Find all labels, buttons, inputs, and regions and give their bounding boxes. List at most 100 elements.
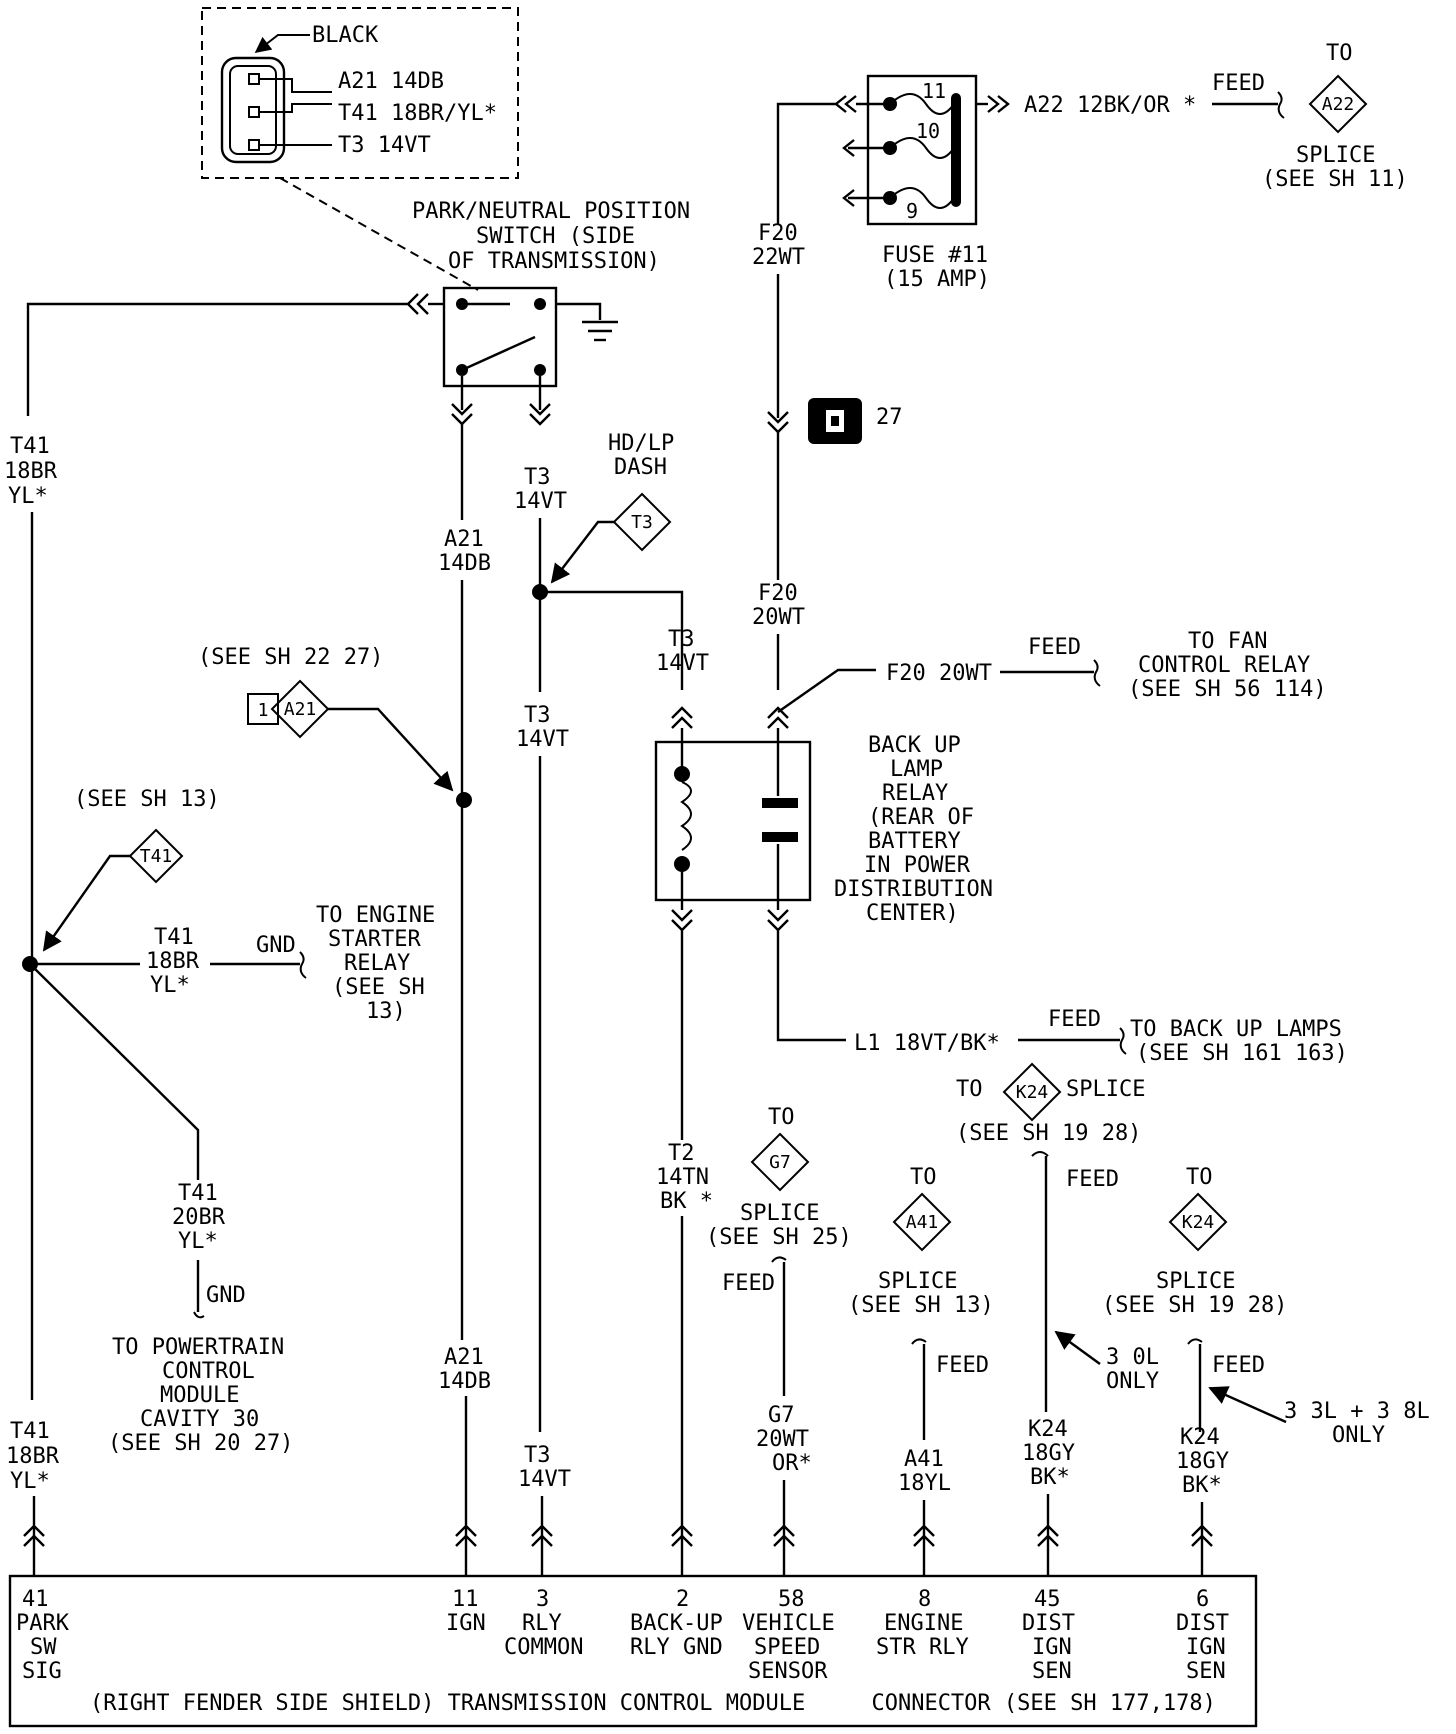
relay-label: LAMP	[890, 757, 943, 782]
engine-note: 3 0L	[1106, 1345, 1159, 1370]
pin-number: 11	[452, 1587, 479, 1612]
t3-label: T3	[668, 627, 695, 652]
connector-pin	[248, 73, 260, 85]
t41-see-label: (SEE SH 13)	[74, 787, 220, 812]
fan-label: TO FAN	[1188, 629, 1267, 654]
splice-diamond-k24	[1168, 1192, 1228, 1252]
engine-note: 3 3L + 3 8L	[1284, 1399, 1430, 1424]
hdlp-label: DASH	[614, 455, 667, 480]
pin-number: 6	[1196, 1587, 1209, 1612]
connector-chevron	[773, 1524, 795, 1547]
svg-text:A41: A41	[906, 1212, 939, 1233]
feed-label: FEED	[1066, 1167, 1119, 1192]
connector-chevron	[1037, 1524, 1059, 1547]
relay-label: (REAR OF	[868, 805, 974, 830]
connector-chevron	[671, 706, 693, 729]
pcm-label: (SEE SH 20 27)	[108, 1431, 293, 1456]
connector-27-icon	[808, 398, 862, 444]
f20-label: 20WT	[752, 605, 805, 630]
connector-chevron	[767, 706, 789, 729]
connector-chevron	[671, 909, 693, 932]
t41-label: T41	[10, 1419, 50, 1444]
ground-symbol	[582, 320, 618, 342]
connector-color-label: BLACK	[312, 23, 379, 48]
pin-label: SEN	[1186, 1659, 1226, 1684]
fuse-label: (15 AMP)	[884, 267, 990, 292]
pin-label: T3 14VT	[338, 133, 431, 158]
f20-label: F20	[758, 221, 798, 246]
pin-label: VEHICLE	[742, 1611, 835, 1636]
splice-diamond-t41: T41	[128, 828, 184, 884]
splice-dot	[456, 792, 472, 808]
detail-dashed-box	[201, 7, 519, 179]
a21-label: 14DB	[438, 551, 491, 576]
svg-text:G7: G7	[769, 1152, 791, 1173]
connector-27-label: 27	[876, 405, 903, 430]
a41-label: 18YL	[898, 1471, 951, 1496]
pin-label: SW	[30, 1635, 57, 1660]
starter-label: RELAY	[344, 951, 410, 976]
pcm-label: TO POWERTRAIN	[112, 1335, 284, 1360]
pin-label: STR RLY	[876, 1635, 969, 1660]
splice-label: SPLICE	[1296, 143, 1375, 168]
splice-diamond-a41	[892, 1192, 952, 1252]
svg-text:A21: A21	[284, 699, 317, 720]
relay-label: RELAY	[882, 781, 948, 806]
pcm-label: MODULE	[160, 1383, 239, 1408]
t41-main-wire: T41 18BR YL* T41 18BR YL*	[4, 434, 60, 1576]
relay-label: BATTERY	[868, 829, 961, 854]
pin-label: T41 18BR/YL*	[338, 101, 497, 126]
feed-label: FEED	[1028, 635, 1081, 660]
relay-label: CENTER)	[866, 901, 959, 926]
backup-label: TO BACK UP LAMPS	[1130, 1017, 1342, 1042]
t2-label: 14TN	[656, 1165, 709, 1190]
splice-label: SPLICE	[1156, 1269, 1235, 1294]
t41-branch-label: T41	[178, 1181, 218, 1206]
pin-label: DIST	[1176, 1611, 1229, 1636]
t3-label: 14VT	[516, 727, 569, 752]
splice-label: SPLICE	[878, 1269, 957, 1294]
t2-label: BK *	[660, 1189, 713, 1214]
t2-label: T2	[668, 1141, 695, 1166]
feed-label: FEED	[1048, 1007, 1101, 1032]
pin-number: 45	[1034, 1587, 1061, 1612]
connector-pin	[248, 106, 260, 118]
switch-title: PARK/NEUTRAL POSITION	[412, 199, 690, 224]
connector-chevron	[913, 1524, 935, 1547]
to-label: TO	[768, 1105, 795, 1130]
t3-label: T3	[524, 1443, 551, 1468]
t3-label: 14VT	[514, 489, 567, 514]
relay-contact	[762, 798, 798, 808]
a41-label: A41	[904, 1447, 944, 1472]
k24-label: BK*	[1182, 1473, 1222, 1498]
t41-label: YL*	[8, 484, 48, 509]
k24-label: K24	[1028, 1417, 1068, 1442]
a21-label: A21	[444, 1345, 484, 1370]
fuse-number: 9	[906, 199, 918, 223]
gnd-label: GND	[256, 933, 296, 958]
feed-label: FEED	[936, 1353, 989, 1378]
starter-label: 13)	[366, 999, 406, 1024]
pin-label: COMMON	[504, 1635, 583, 1660]
f20-wire: F20 22WT F20 20WT	[752, 102, 836, 690]
backup-label: (SEE SH 161 163)	[1136, 1041, 1348, 1066]
back-up-lamp-relay	[654, 706, 812, 932]
splice-label: (SEE SH 13)	[848, 1293, 994, 1318]
pin-label: IGN	[1186, 1635, 1226, 1660]
a41-wire: TO A41 SPLICE (SEE SH 13) FEED A41 18YL	[848, 1165, 994, 1576]
relay-coil	[680, 781, 692, 851]
splice-diamond-k24	[1002, 1062, 1062, 1122]
pin-label: SIG	[22, 1659, 62, 1684]
pin-label: SEN	[1032, 1659, 1072, 1684]
connector-chevron	[406, 293, 429, 315]
svg-text:K24: K24	[1016, 1082, 1049, 1103]
feed-label: FEED	[722, 1271, 775, 1296]
t3-label: T3	[524, 703, 551, 728]
relay-label: DISTRIBUTION	[834, 877, 993, 902]
f20-label: F20	[758, 581, 798, 606]
engine-note: ONLY	[1332, 1423, 1385, 1448]
pin-label: SPEED	[754, 1635, 820, 1660]
pin-label: DIST	[1022, 1611, 1075, 1636]
splice-label: (SEE SH 19 28)	[1102, 1293, 1287, 1318]
